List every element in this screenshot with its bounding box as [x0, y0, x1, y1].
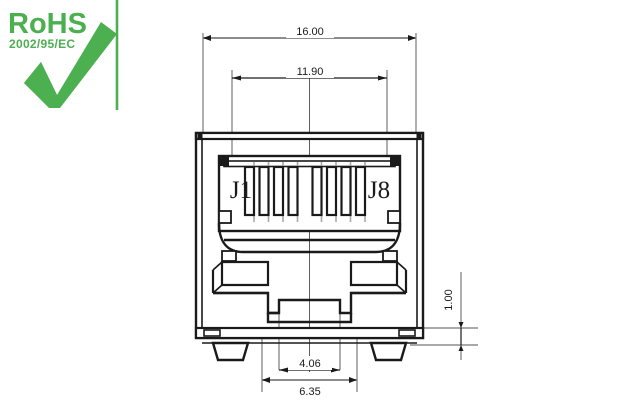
mounting-posts [211, 341, 408, 362]
side-recesses [211, 250, 408, 295]
connector-body: J1 J8 [194, 131, 425, 362]
contact-pin [325, 165, 338, 217]
dimension-key-width: 4.06 [279, 356, 340, 373]
pin-label-right: J8 [368, 177, 390, 204]
top-flange [194, 131, 425, 141]
dimension-value: 1.00 [443, 289, 455, 310]
dimension-value: 4.06 [299, 358, 320, 370]
contact-pin [311, 165, 323, 217]
contact-pin [272, 165, 285, 217]
dimension-width-overall: 16.00 [203, 24, 416, 41]
contact-pin [243, 165, 256, 217]
contact-pin [258, 165, 270, 217]
dimension-value: 16.00 [296, 26, 324, 38]
pin-label-left: J1 [230, 177, 252, 204]
contact-pin [340, 165, 352, 217]
mounting-post [211, 341, 250, 362]
contact-pins [243, 165, 367, 217]
latch-keyway [213, 291, 406, 315]
check-mark-icon [24, 22, 117, 108]
latch-keyway-floor [266, 313, 353, 324]
dimension-width-opening: 11.90 [232, 64, 387, 81]
rohs-title: RoHS [8, 8, 87, 40]
latch-housing [217, 222, 402, 254]
rohs-badge: RoHS 2002/95/EC [8, 0, 119, 110]
rohs-subtitle: 2002/95/EC [9, 37, 75, 51]
dimension-value: 11.90 [297, 66, 324, 78]
dimension-flange-thickness: 1.00 [443, 289, 464, 351]
contact-pin [354, 165, 367, 217]
mounting-post [369, 341, 408, 362]
dimension-value: 6.35 [299, 386, 320, 398]
contact-pin [287, 165, 299, 217]
dimension-post-spacing: 6.35 [262, 377, 357, 398]
